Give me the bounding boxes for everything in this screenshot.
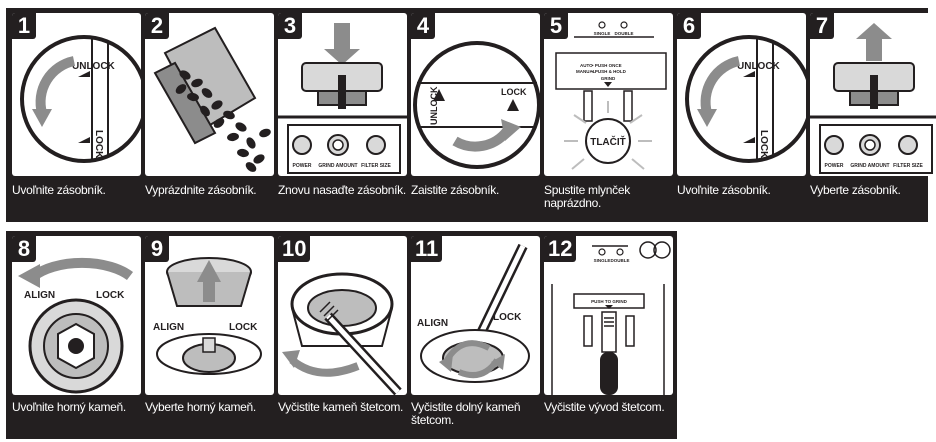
step-6-caption: Uvoľnite zásobník.: [677, 184, 809, 197]
lock-label: LOCK: [758, 130, 769, 159]
step-11-number: 11: [411, 236, 442, 262]
step-8-number: 8: [12, 236, 36, 262]
unlock-label: UNLOCK: [737, 61, 781, 72]
step-3-panel: POWER GRIND AMOUNT FILTER SIZE 3: [278, 13, 407, 176]
step-1-caption: Uvoľnite zásobník.: [12, 184, 144, 197]
rotate-left-arrow-icon: [34, 263, 130, 276]
grind-amount-label: GRIND AMOUNT: [318, 163, 357, 169]
lock-label: LOCK: [229, 322, 258, 333]
step-3-caption: Znovu nasaďte zásobník.: [278, 184, 410, 197]
step-5-number: 5: [544, 13, 568, 39]
power-button-icon: [825, 136, 843, 154]
up-arrow-icon: [856, 23, 892, 39]
double-label: DOUBLE: [611, 258, 630, 263]
power-label: POWER: [825, 163, 844, 169]
step-7-panel: POWER GRIND AMOUNT FILTER SIZE 7: [810, 13, 936, 176]
steps-row-2: ALIGN LOCK 8 Uvoľnite horný kameň. ALIGN…: [6, 231, 677, 439]
step-1-number: 1: [12, 13, 36, 39]
step-12-panel: SINGLE DOUBLE PUSH TO GRIND 12: [544, 236, 673, 395]
push-to-grind-label: PUSH TO GRIND: [591, 299, 627, 304]
step-10-caption: Vyčistite kameň štetcom.: [278, 401, 410, 414]
step-9-panel: ALIGN LOCK 9: [145, 236, 274, 395]
step-7-number: 7: [810, 13, 834, 39]
power-button-icon: [293, 136, 311, 154]
step-1-panel: UNLOCK LOCK 1: [12, 13, 141, 176]
push-hold-label: • PUSH & HOLD: [592, 69, 627, 74]
step-4-caption: Zaistite zásobník.: [411, 184, 543, 197]
single-label: SINGLE: [594, 31, 611, 36]
filter-size-button-icon: [899, 136, 917, 154]
double-label: DOUBLE: [615, 31, 634, 36]
lock-label: LOCK: [501, 87, 527, 97]
align-label: ALIGN: [153, 322, 184, 333]
step-5-caption: Spustite mlynček naprázdno.: [544, 184, 676, 210]
step-11-panel: ALIGN LOCK 11: [411, 236, 540, 395]
lock-label: LOCK: [96, 290, 125, 301]
step-2-panel: 2: [145, 13, 274, 176]
lock-label: LOCK: [493, 312, 522, 323]
brush-icon: [600, 352, 618, 395]
align-label: ALIGN: [24, 290, 55, 301]
rotate-arrow-icon: [292, 360, 358, 373]
single-label: SINGLE: [594, 258, 611, 263]
grind-amount-label: GRIND AMOUNT: [850, 163, 889, 169]
filter-size-label: FILTER SIZE: [361, 163, 391, 169]
filter-size-button-icon: [367, 136, 385, 154]
grind-label: GRIND: [601, 76, 616, 81]
steps-row-1: UNLOCK LOCK 1 Uvoľnite zásobník.: [6, 8, 928, 222]
filter-size-label: FILTER SIZE: [893, 163, 923, 169]
step-9-caption: Vyberte horný kameň.: [145, 401, 277, 414]
step-9-number: 9: [145, 236, 169, 262]
lock-label: LOCK: [93, 130, 104, 159]
step-8-panel: ALIGN LOCK 8: [12, 236, 141, 395]
step-6-number: 6: [677, 13, 701, 39]
step-3-number: 3: [278, 13, 302, 39]
step-5-panel: SINGLE DOUBLE AUTO • PUSH ONCE MANUAL • …: [544, 13, 673, 176]
step-4-panel: UNLOCK LOCK 4: [411, 13, 540, 176]
step-6-panel: UNLOCK LOCK 6: [677, 13, 806, 176]
step-8-caption: Uvoľnite horný kameň.: [12, 401, 144, 414]
step-2-number: 2: [145, 13, 169, 39]
step-11-caption: Vyčistite dolný kameň štetcom.: [411, 401, 543, 427]
step-10-number: 10: [278, 236, 310, 262]
step-4-number: 4: [411, 13, 435, 39]
unlock-label: UNLOCK: [72, 61, 116, 72]
press-label: TLAČIŤ: [590, 135, 626, 148]
step-10-panel: 10: [278, 236, 407, 395]
step-2-caption: Vyprázdnite zásobník.: [145, 184, 277, 197]
align-label: ALIGN: [417, 318, 448, 329]
step-12-caption: Vyčistite vývod štetcom.: [544, 401, 676, 414]
power-label: POWER: [293, 163, 312, 169]
step-12-number: 12: [544, 236, 576, 262]
unlock-label: UNLOCK: [429, 86, 439, 125]
step-7-caption: Vyberte zásobník.: [810, 184, 936, 197]
push-once-label: • PUSH ONCE: [592, 63, 622, 68]
